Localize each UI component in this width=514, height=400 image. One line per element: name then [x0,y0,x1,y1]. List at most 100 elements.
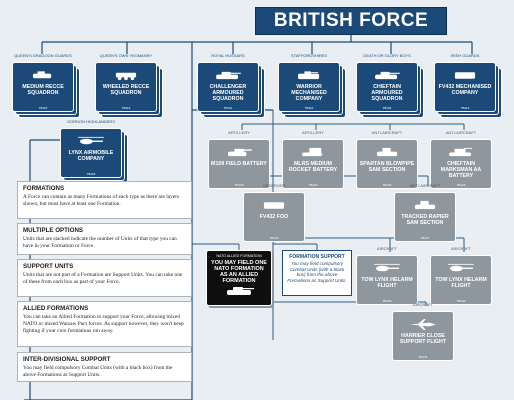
card-header: ARTILLERY [302,130,324,135]
wheeled-vehicle-icon [115,72,137,81]
card-code: TB127 [420,236,430,240]
unit-card-challenger: ROYAL HUSSARS CHALLENGER ARMOURED SQUADRO… [197,53,267,120]
page-title: BRITISH FORCE [255,7,447,35]
sam-vehicle-icon [376,147,398,157]
helicopter-icon [448,263,474,272]
card-header: QUEEN'S OWN YEOMANRY [99,53,153,58]
card-face [392,311,454,361]
tank-icon [227,287,254,295]
card-front: DEATH OR GLORY BOYS CHIEFTAIN ARMOURED SQ… [356,53,418,112]
helicopter-icon [374,263,400,272]
apc-icon [263,202,285,209]
card-name: TRACKED RAPIER SAM SECTION [401,214,449,226]
ifv-icon [298,71,320,80]
card-header: ANTI-AIRCRAFT [409,183,441,188]
card-front: ANTI-AIRCRAFT SPARTAN BLOWPIPE SAM SECTIO… [356,130,418,189]
card-code: TB118 [86,172,96,176]
card-code: TB130 [456,299,466,303]
card-face [434,62,496,112]
card-front: ARTILLERY MLRS MEDIUM ROCKET BATTERY TB122 [282,130,344,189]
allied-formation-card: NATO ALLIED FORMATION YOU MAY FIELD ONE … [206,250,272,306]
tank-icon [375,71,400,80]
card-face [197,62,259,112]
card-name: TOW LYNX HELARM FLIGHT [361,277,413,289]
card-header: IRISH GUARDS [450,53,480,58]
card-face [12,62,74,112]
card-code: TB116 [121,106,131,110]
legend-allied-formations: ALLIED FORMATIONS You can take an Allied… [17,301,192,347]
tank-icon [216,71,241,80]
card-header: ARTILLERY [228,130,250,135]
card-code: TB131 [418,355,428,359]
card-name: SPARTAN BLOWPIPE SAM SECTION [359,161,415,173]
card-header: DEATH OR GLORY BOYS [363,53,411,58]
card-name: FV432 MECHANISED COMPANY [438,84,492,96]
card-face [430,255,492,305]
card-name: FV432 FOO [259,214,289,220]
card-name: MLRS MEDIUM ROCKET BATTERY [288,161,338,173]
card-face [394,192,456,242]
card-code: TB122 [308,183,318,187]
rocket-launcher-icon [302,147,323,157]
apc-icon [454,72,476,79]
card-header: ANTI-AIRCRAFT [371,130,403,135]
card-face [278,62,340,112]
card-header: GORDON HIGHLANDERS [66,119,115,124]
card-face [430,139,492,189]
card-code: TB126 [382,183,392,187]
card-header: AIRCRAFT [413,302,433,307]
legend-heading: ALLIED FORMATIONS [23,305,89,312]
card-header: ROYAL HUSSARS [211,53,245,58]
card-face [356,139,418,189]
formation-support-text: You may field compulsory Combat Units (w… [287,261,347,283]
card-face [356,255,418,305]
legend-heading: FORMATIONS [23,185,65,192]
card-name: WARRIOR MECHANISED COMPANY [291,84,327,102]
legend-heading: MULTIPLE OPTIONS [23,227,84,234]
legend-body: A Force can contain as many Formations o… [23,194,180,207]
card-name: CHALLENGER ARMOURED SQUADRON [209,84,247,102]
card-code: TB125 [456,183,466,187]
card-front: ROYAL HUSSARS CHALLENGER ARMOURED SQUADRO… [197,53,259,112]
card-header: AIRCRAFT [451,246,471,251]
unit-card-rapier: ANTI-AIRCRAFT TRACKED RAPIER SAM SECTION T… [394,183,464,250]
unit-card-spartan: ANTI-AIRCRAFT SPARTAN BLOWPIPE SAM SECTIO… [356,130,426,197]
legend-support-units: SUPPORT UNITS Units that are not part of… [17,259,192,297]
card-code: TB130 [382,299,392,303]
legend-heading: INTER-DIVISIONAL SUPPORT [23,356,111,363]
card-name: CHIEFTAIN ARMOURED SQUADRON [371,84,403,102]
legend-body: You can take an Allied Formation to supp… [23,314,184,334]
formation-support-title: FORMATION SUPPORT [289,254,345,260]
card-header: ANTI-AIRCRAFT [445,130,477,135]
card-code: TB110 [304,106,314,110]
allied-header: NATO ALLIED FORMATION [216,254,262,258]
jet-icon [410,319,436,330]
card-face [60,128,122,178]
card-header: OBSERVER [262,183,286,188]
allied-text: YOU MAY FIELD ONE NATO FORMATION AS AN A… [211,260,267,284]
legend-body: Units that are stacked indicate the numb… [23,236,177,249]
artillery-icon [228,148,252,157]
card-face [95,62,157,112]
